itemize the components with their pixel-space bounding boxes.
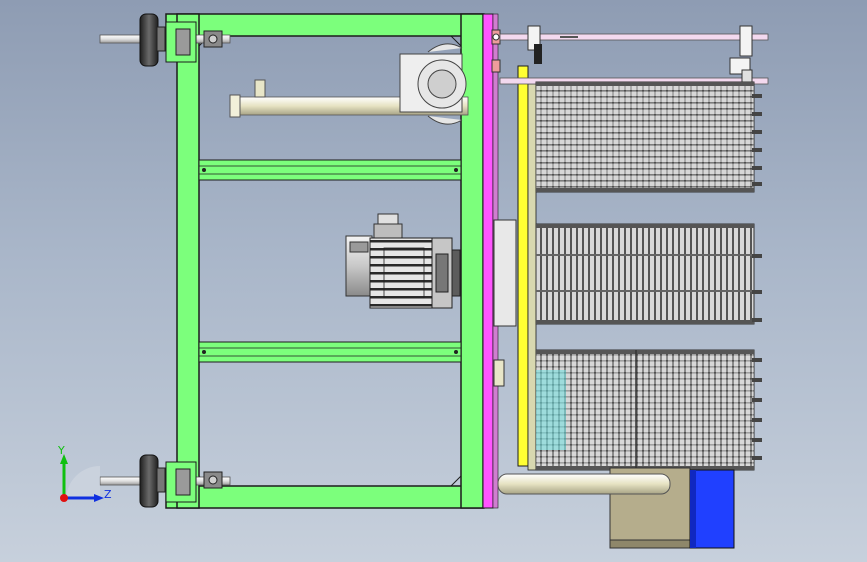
motor-box — [689, 469, 735, 549]
wheel-assembly-top[interactable] — [99, 13, 231, 67]
motor-body — [369, 237, 433, 309]
mounting-plates — [482, 13, 537, 509]
heat-sink-stack-bottom[interactable] — [535, 349, 762, 471]
outlet-pipe — [497, 473, 671, 495]
frame-crossbar-lower — [198, 341, 462, 363]
spacer-block — [493, 219, 517, 327]
frame-bottom-rail — [165, 485, 485, 509]
wheel-icon — [139, 13, 159, 67]
upper-shaft-assembly[interactable] — [229, 43, 469, 125]
yellow-plate — [517, 65, 529, 467]
wheel-assembly-bottom[interactable] — [99, 454, 231, 508]
heat-sink-stack-middle[interactable] — [535, 223, 762, 325]
axis-z-label: Z — [104, 488, 112, 501]
guide-rod-upper — [499, 33, 769, 41]
axis-y-label: Y — [57, 444, 65, 457]
coordinate-triad-icon — [60, 454, 104, 502]
frame-left-post — [176, 13, 200, 509]
bottom-assembly[interactable] — [497, 467, 735, 549]
top-right-rods[interactable] — [499, 25, 769, 93]
heat-sink-stack-top[interactable] — [535, 81, 762, 193]
servo-motor[interactable] — [345, 213, 461, 309]
wheel-icon — [139, 454, 159, 508]
frame-inner-opening — [198, 35, 462, 487]
frame-crossbar-upper — [198, 159, 462, 181]
magenta-plate — [482, 13, 494, 509]
